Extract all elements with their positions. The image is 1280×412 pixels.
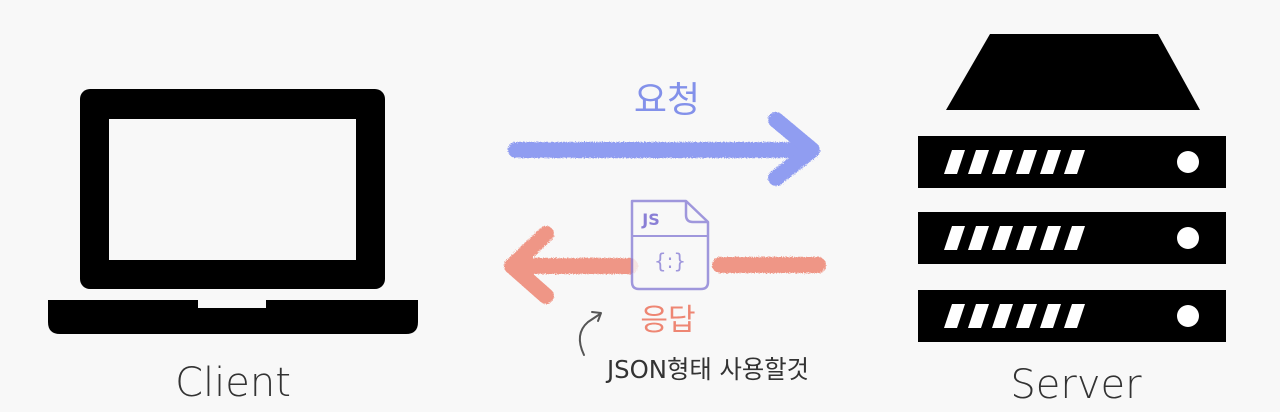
server-unit-2: [918, 212, 1226, 264]
client-label: Client: [175, 360, 291, 406]
request-arrow: [508, 112, 820, 186]
note-pointer-icon: [578, 311, 602, 356]
response-arrow: [504, 226, 826, 304]
response-label: 응답: [640, 303, 695, 338]
server-top: [946, 34, 1200, 110]
request-label: 요청: [634, 80, 700, 121]
server-unit-1: [918, 136, 1226, 188]
server-label: Server: [1010, 362, 1142, 408]
json-file-icon: [630, 199, 710, 291]
server-rack-icon: [918, 34, 1226, 342]
server-unit-3: [918, 290, 1226, 342]
laptop-screen-display: [109, 119, 356, 260]
json-format-note: JSON형태 사용할것: [605, 355, 809, 384]
json-file-tag: JS: [641, 210, 659, 229]
laptop-base: [48, 300, 418, 334]
json-file-body: {:}: [654, 249, 686, 273]
laptop-icon: [48, 89, 418, 334]
